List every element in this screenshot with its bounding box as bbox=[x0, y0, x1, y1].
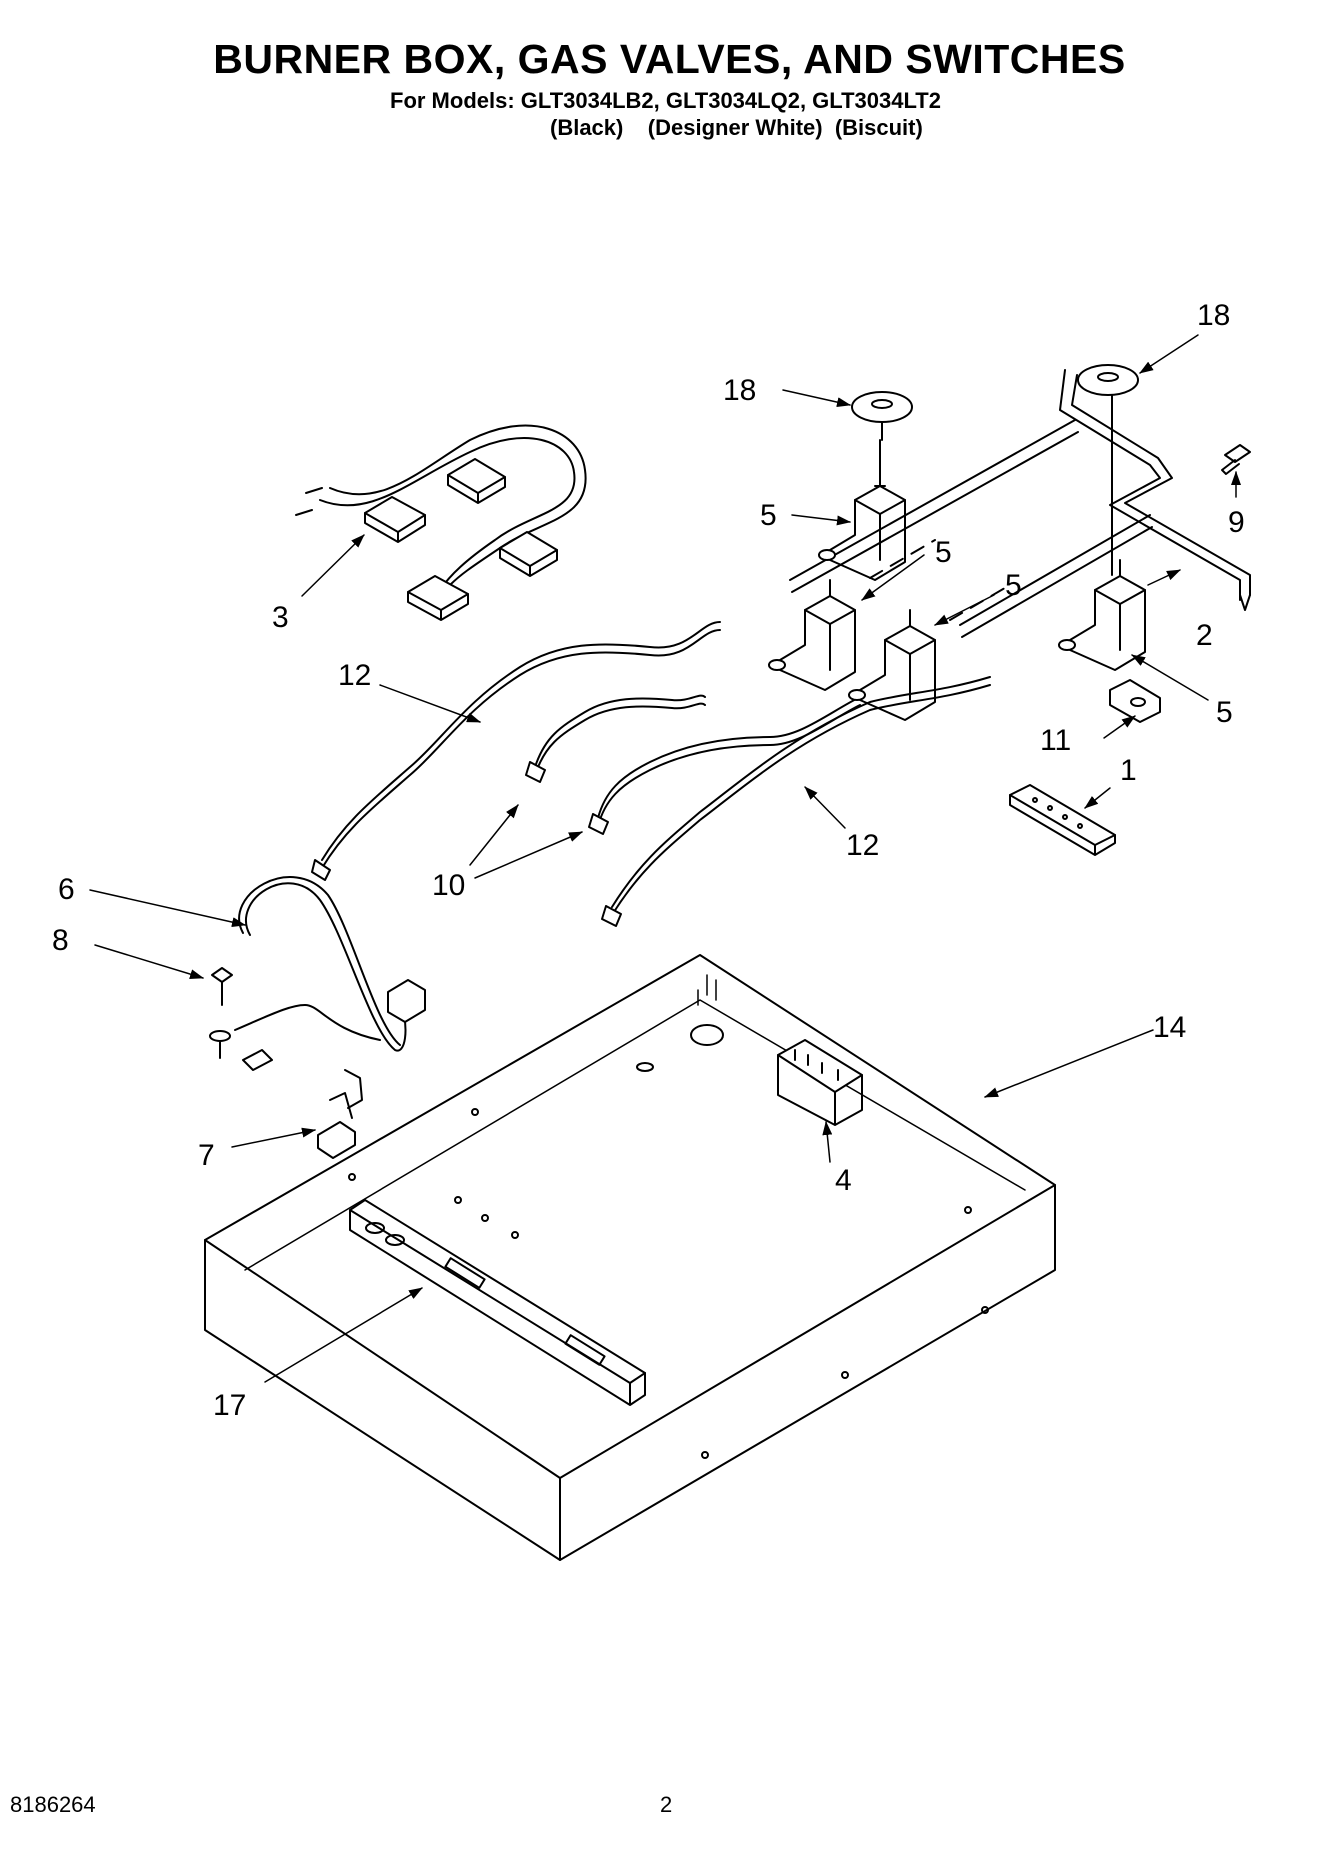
page-title: BURNER BOX, GAS VALVES, AND SWITCHES bbox=[213, 36, 1126, 82]
callout-4: 4 bbox=[835, 1164, 852, 1197]
callout-18-right: 18 bbox=[1197, 299, 1230, 332]
callout-1: 1 bbox=[1120, 754, 1137, 787]
callout-8: 8 bbox=[52, 924, 69, 957]
bracket bbox=[1009, 784, 1116, 856]
callout-3: 3 bbox=[272, 601, 289, 634]
callout-labels: 1 2 3 4 5 5 5 5 6 7 8 9 10 11 12 12 14 1… bbox=[52, 299, 1245, 1422]
callout-5-right: 5 bbox=[1216, 696, 1233, 729]
manifold-rail bbox=[349, 1199, 646, 1406]
gas-valves bbox=[768, 439, 1146, 721]
callout-14: 14 bbox=[1153, 1011, 1186, 1044]
screw-9 bbox=[1221, 444, 1251, 475]
callout-12-right: 12 bbox=[846, 829, 879, 862]
main-manifold bbox=[789, 369, 1251, 638]
burner-box-tray bbox=[204, 954, 1056, 1561]
callout-17: 17 bbox=[213, 1389, 246, 1422]
callout-10: 10 bbox=[432, 869, 465, 902]
callout-11: 11 bbox=[1040, 724, 1071, 757]
electrical-block bbox=[777, 1039, 863, 1126]
gasket bbox=[1109, 679, 1161, 723]
switch-harness bbox=[295, 424, 587, 621]
callout-6: 6 bbox=[58, 873, 75, 906]
colors-line: (Black) (Designer White) (Biscuit) bbox=[550, 115, 923, 140]
ground-screw bbox=[209, 967, 233, 1059]
knob-caps bbox=[851, 364, 1139, 576]
document-number: 8186264 bbox=[10, 1792, 96, 1817]
callout-12-left: 12 bbox=[338, 659, 371, 692]
callout-2: 2 bbox=[1196, 619, 1213, 652]
callout-5-center-right: 5 bbox=[1005, 569, 1022, 602]
callout-5-left: 5 bbox=[760, 499, 777, 532]
models-line: For Models: GLT3034LB2, GLT3034LQ2, GLT3… bbox=[390, 88, 941, 113]
switch-7 bbox=[317, 1069, 363, 1159]
callout-18-left: 18 bbox=[723, 374, 756, 407]
leader-lines bbox=[89, 334, 1241, 1383]
callout-9: 9 bbox=[1228, 506, 1245, 539]
callout-7: 7 bbox=[198, 1139, 215, 1172]
callout-5-center-left: 5 bbox=[935, 536, 952, 569]
gas-tubes bbox=[311, 621, 991, 927]
power-cord bbox=[234, 876, 426, 1071]
page-number: 2 bbox=[660, 1792, 673, 1817]
